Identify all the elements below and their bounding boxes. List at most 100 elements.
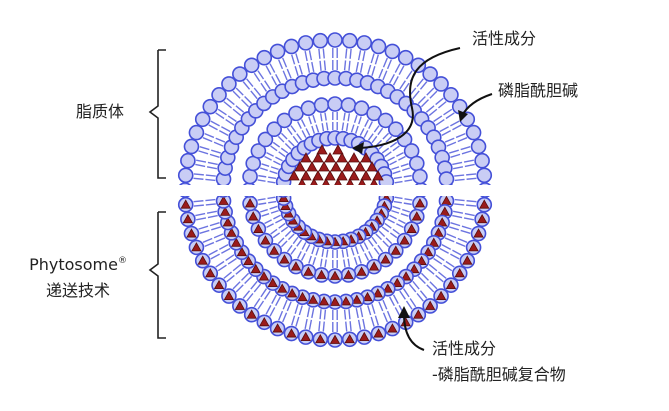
lipid-head-icon [269, 43, 286, 60]
lipid-head-icon [312, 32, 329, 49]
phytosome-name-text: Phytosome [29, 255, 118, 274]
lipid-tail [391, 209, 400, 214]
active-molecule-icon [473, 228, 484, 238]
lipid-tail [367, 305, 372, 316]
lipid-tail [267, 196, 276, 200]
lipid-tail [304, 318, 308, 329]
lipid-tail [384, 222, 392, 229]
lipid-head-icon [441, 182, 453, 185]
lipid-tail [284, 142, 292, 150]
lipid-head-icon [250, 143, 267, 159]
lipid-tail [246, 78, 254, 88]
active-molecule-icon [336, 170, 348, 181]
phosphatidylcholine-label: 磷脂酰胆碱 [498, 81, 579, 100]
lipid-tail [242, 290, 251, 299]
lipid-tail [402, 167, 411, 172]
lipid-tail [394, 196, 403, 200]
lipid-head-icon [232, 66, 248, 82]
lipid-tail [257, 179, 266, 182]
lipid-tail [373, 247, 380, 255]
lipid-tail [389, 296, 395, 307]
active-molecule-icon [298, 178, 306, 185]
lipid-tail [270, 209, 279, 214]
active-molecule-icon [205, 268, 216, 278]
lipid-tail [209, 222, 220, 227]
lipid-head-icon [476, 167, 493, 184]
lipid-tail [347, 113, 351, 122]
lipid-tail [198, 225, 209, 230]
active-molecule-icon [236, 246, 248, 257]
lipid-head-icon [277, 182, 289, 185]
lipid-tail [461, 225, 472, 230]
lipid-tail [444, 237, 455, 243]
active-molecule-icon [290, 261, 302, 271]
lipid-tail [348, 309, 351, 320]
lipid-tail [215, 260, 225, 268]
lipid-tail [282, 299, 288, 310]
active-molecule-icon [306, 161, 318, 172]
lipid-tail [306, 62, 311, 73]
active-molecule-icon [370, 178, 378, 185]
active-molecule-icon [354, 161, 366, 172]
lipid-tail [341, 249, 345, 258]
active-molecule-icon [329, 270, 341, 280]
lipid-tail [264, 219, 272, 225]
lipid-tail [448, 149, 459, 154]
active-molecule-icon [243, 255, 254, 265]
active-molecule-icon [445, 279, 457, 290]
lipid-tail [315, 124, 320, 133]
lipid-head-icon [283, 38, 300, 55]
lipid-tail [389, 214, 397, 220]
lipid-tail [202, 237, 213, 243]
lipid-head-icon [470, 138, 487, 155]
lipid-head-icon [257, 131, 274, 148]
active-molecule-icon [245, 186, 254, 194]
lipid-head-icon [443, 87, 459, 103]
lipid-tail [319, 60, 322, 71]
lipid-tail [461, 150, 472, 155]
lipid-tail [193, 173, 204, 176]
lipid-tail [455, 132, 466, 139]
lipid-tail [290, 125, 297, 133]
active-molecule-icon [219, 206, 231, 216]
phytosome-tech: 递送技术 [45, 281, 110, 300]
lipid-tail [357, 50, 362, 61]
active-molecule-icon [279, 254, 290, 264]
active-molecule-icon [312, 152, 324, 163]
lipid-tail [445, 112, 455, 120]
lipid-tail [221, 126, 231, 133]
lipid-tail [443, 108, 453, 116]
lipid-tail [389, 160, 397, 166]
lipid-tail [343, 259, 346, 268]
active-molecule-icon [392, 277, 403, 288]
lipid-tail [278, 151, 286, 158]
lipid-tail [312, 114, 317, 123]
lipid-tail [213, 233, 224, 239]
lipid-tail [278, 222, 286, 229]
lipid-head-icon [327, 32, 343, 48]
lipid-tail [399, 290, 406, 300]
lipid-tail [223, 271, 233, 279]
lipid-tail [466, 177, 477, 180]
active-molecule-icon [223, 290, 235, 300]
lipid-tail [291, 54, 296, 65]
active-molecule-icon [294, 161, 306, 172]
lipid-tail [308, 319, 313, 330]
lipid-tail [225, 254, 235, 261]
lipid-tail [266, 152, 274, 157]
lipid-tail [402, 208, 411, 213]
lipid-tail [286, 127, 293, 136]
lipid-tail [292, 135, 299, 144]
lipid-tail [266, 223, 274, 228]
lipid-tail [280, 147, 289, 154]
lipid-tail [425, 105, 435, 113]
active-molecule-icon [222, 217, 234, 227]
phytosome-label: Phytosome® 递送技术 [22, 248, 134, 304]
lipid-head-icon [242, 168, 258, 185]
lipid-tail [409, 298, 417, 308]
lipid-tail [253, 283, 262, 293]
lipid-tail [387, 156, 395, 162]
lipid-tail [204, 132, 215, 139]
lipid-tail [297, 121, 302, 129]
lipid-tail [452, 214, 463, 219]
